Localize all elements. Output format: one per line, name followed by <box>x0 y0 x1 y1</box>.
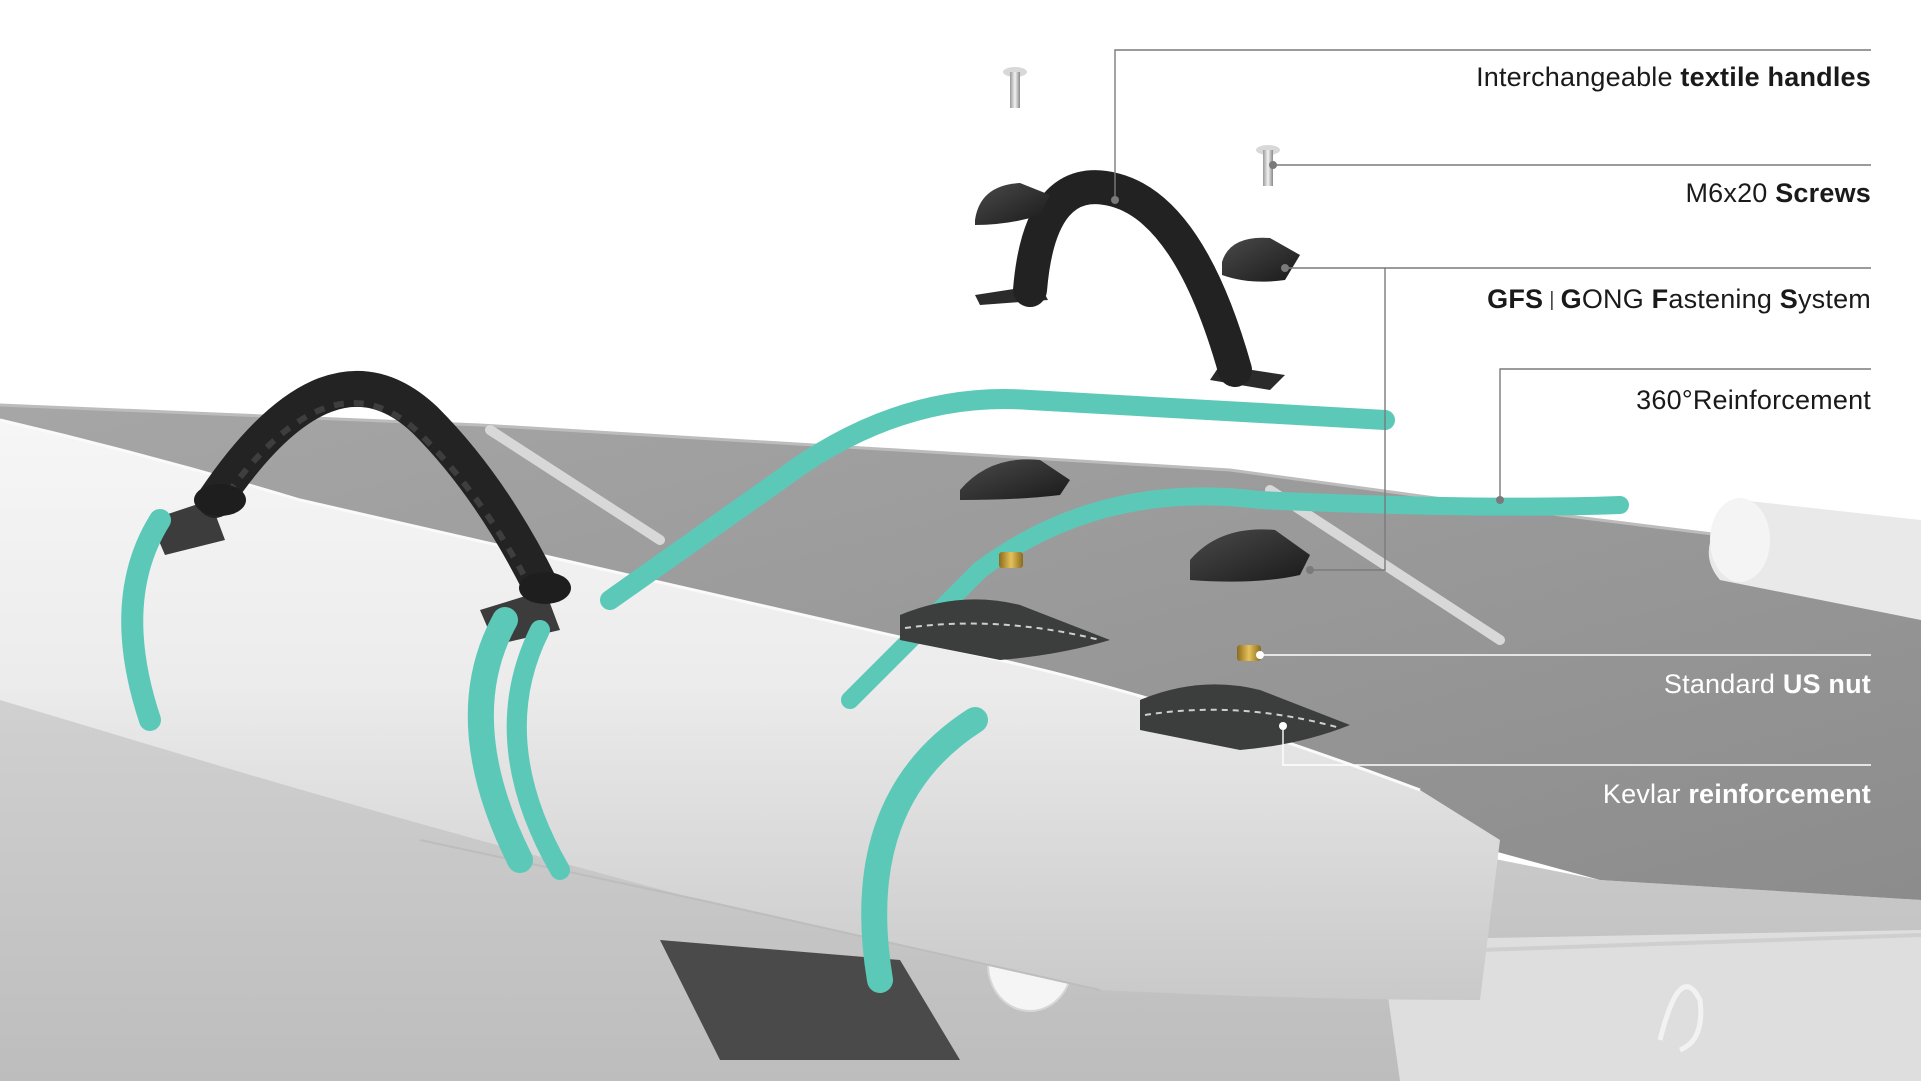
gfs-letter-s: S <box>1779 284 1798 314</box>
callout-gfs: GFS|GONG Fastening System <box>1487 284 1871 315</box>
callout-us-nut: Standard US nut <box>1664 669 1871 700</box>
callout-360-reinforcement: 360°Reinforcement <box>1636 385 1871 416</box>
callout-us-nut-bold: US nut <box>1782 669 1871 699</box>
callout-kevlar-bold: reinforcement <box>1688 779 1871 809</box>
cap-icon <box>975 183 1300 282</box>
gfs-separator: | <box>1549 289 1555 311</box>
callout-screws-bold: Screws <box>1775 178 1871 208</box>
fastening-base-icon <box>960 459 1310 582</box>
callout-kevlar: Kevlar reinforcement <box>1603 779 1871 810</box>
gfs-letter-f: F <box>1651 284 1669 314</box>
screw-icon <box>1003 67 1280 186</box>
callout-textile-handles-bold: textile handles <box>1680 62 1871 92</box>
callout-360-normal: 360°Reinforcement <box>1636 385 1871 415</box>
callout-textile-handles: Interchangeable textile handles <box>1476 62 1871 93</box>
gfs-letter-g: G <box>1560 284 1582 314</box>
callout-screws-normal: M6x20 <box>1685 178 1776 208</box>
gfs-word-ong: ONG <box>1581 284 1652 314</box>
callout-us-nut-normal: Standard <box>1663 669 1783 699</box>
callout-kevlar-normal: Kevlar <box>1602 779 1689 809</box>
kevlar-patch-icon <box>900 599 1350 750</box>
gfs-abbr: GFS <box>1487 284 1544 314</box>
callout-textile-handles-normal: Interchangeable <box>1476 62 1681 92</box>
nut-icon <box>999 552 1261 661</box>
strap-icon <box>121 389 1629 993</box>
gfs-word-astening: astening <box>1668 284 1780 314</box>
leader-lines <box>1111 49 1871 766</box>
callout-screws: M6x20 Screws <box>1685 178 1871 209</box>
gfs-word-ystem: ystem <box>1797 284 1871 314</box>
